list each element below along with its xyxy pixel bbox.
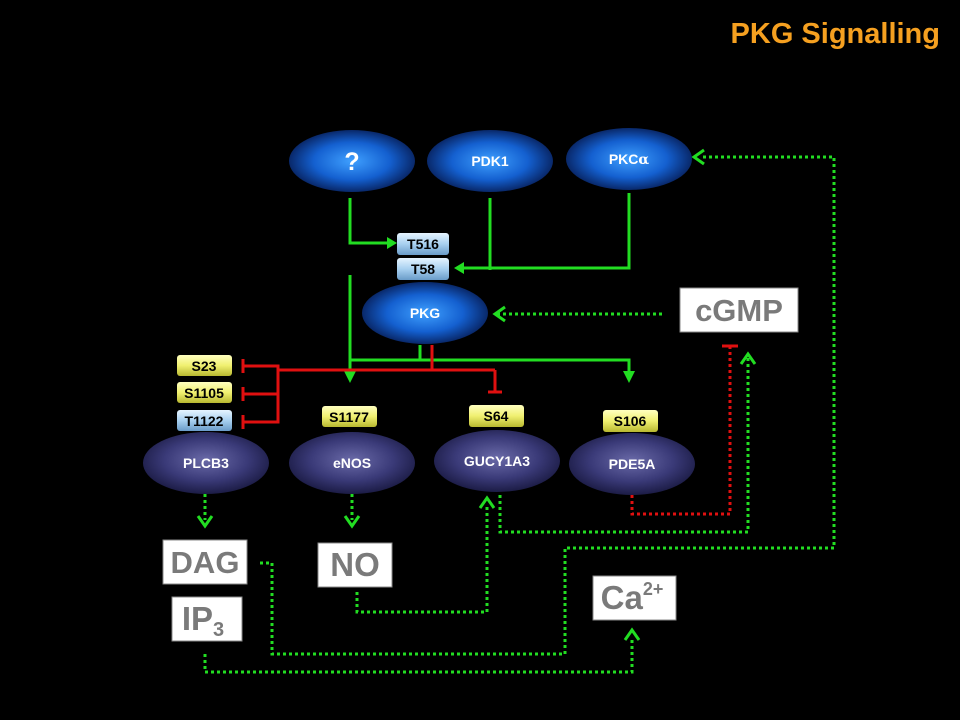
site-s23: S23 (177, 355, 232, 376)
site-s106-label: S106 (614, 413, 647, 429)
pkc-alpha-symbol: α (638, 152, 649, 168)
ip3-subscript: 3 (213, 619, 224, 641)
site-s64: S64 (469, 405, 524, 427)
node-pkc: PKCα (566, 128, 692, 190)
site-t58: T58 (397, 258, 449, 280)
dag-to-ca-dotted (260, 561, 567, 656)
node-enos-label: eNOS (333, 455, 371, 471)
node-pkg-label: PKG (410, 305, 440, 321)
unknown-to-t516-line (348, 198, 390, 245)
site-s1105-label: S1105 (184, 385, 224, 401)
pkg-branch-line (348, 275, 631, 373)
no-box: NO (317, 542, 393, 588)
gucy1a3-to-cgmp-dotted (498, 358, 750, 534)
ip3-label: IP3 (182, 600, 224, 641)
t58-arrowhead (454, 262, 464, 274)
activation-arrowheads (344, 237, 635, 383)
site-s64-label: S64 (484, 408, 509, 424)
pkc-to-t58-line (462, 193, 631, 270)
site-t516: T516 (397, 233, 449, 255)
site-s1177: S1177 (322, 406, 377, 427)
no-label: NO (330, 546, 380, 583)
inhibition-lines (241, 344, 738, 516)
node-plcb3: PLCB3 (143, 432, 269, 494)
cgmp-dotted-arrowhead (739, 351, 757, 365)
dag-dotted-arrowhead (196, 515, 214, 529)
node-pdk1: PDK1 (427, 130, 553, 192)
page-title: PKG Signalling (730, 18, 940, 50)
pkg-dotted-arrowhead (492, 305, 506, 323)
pde5a-arrowhead (623, 371, 635, 383)
ip3-to-ca-dotted (203, 638, 634, 674)
gucy1a3-dotted-arrowhead (478, 495, 496, 509)
cgmp-box: cGMP (679, 287, 799, 333)
site-s23-label: S23 (192, 358, 217, 374)
t516-arrowhead (387, 237, 397, 249)
site-t516-label: T516 (407, 236, 439, 252)
site-s1177-label: S1177 (329, 409, 369, 425)
ip3-box: IP3 (171, 596, 243, 642)
dag-box: DAG (162, 539, 248, 585)
ca-label: Ca2+ (601, 579, 664, 616)
node-pde5a: PDE5A (569, 433, 695, 495)
node-unknown: ? (289, 130, 415, 192)
cgmp-label: cGMP (695, 293, 783, 328)
enos-arrowhead (344, 371, 356, 383)
no-to-gucy1a3-dotted (355, 505, 489, 614)
node-gucy1a3-label: GUCY1A3 (464, 453, 530, 469)
node-plcb3-label: PLCB3 (183, 455, 229, 471)
node-pkg: PKG (362, 282, 488, 344)
node-pdk1-label: PDK1 (471, 153, 509, 169)
node-pkc-label: PKCα (609, 151, 650, 168)
ca-dotted-arrowhead (623, 627, 641, 641)
activation-lines (348, 193, 631, 373)
node-unknown-label: ? (344, 148, 359, 176)
pkc-dotted-arrowhead (691, 148, 705, 166)
dotted-feedback-lines (203, 155, 836, 674)
node-enos: eNOS (289, 432, 415, 494)
site-t1122: T1122 (177, 410, 232, 431)
ca-to-pkc-dotted (563, 155, 836, 612)
site-s106: S106 (603, 410, 658, 432)
dag-label: DAG (171, 545, 240, 580)
site-t1122-label: T1122 (185, 413, 224, 429)
dotted-arrowheads (196, 148, 757, 641)
site-s1105: S1105 (177, 382, 232, 403)
ca-box: Ca2+ (592, 575, 677, 621)
no-dotted-arrowhead (343, 515, 361, 529)
node-pde5a-label: PDE5A (609, 456, 656, 472)
ca-superscript: 2+ (643, 579, 664, 599)
node-gucy1a3: GUCY1A3 (434, 430, 560, 492)
pde5a-to-cgmp-inhibit (630, 346, 732, 516)
site-t58-label: T58 (411, 261, 435, 277)
